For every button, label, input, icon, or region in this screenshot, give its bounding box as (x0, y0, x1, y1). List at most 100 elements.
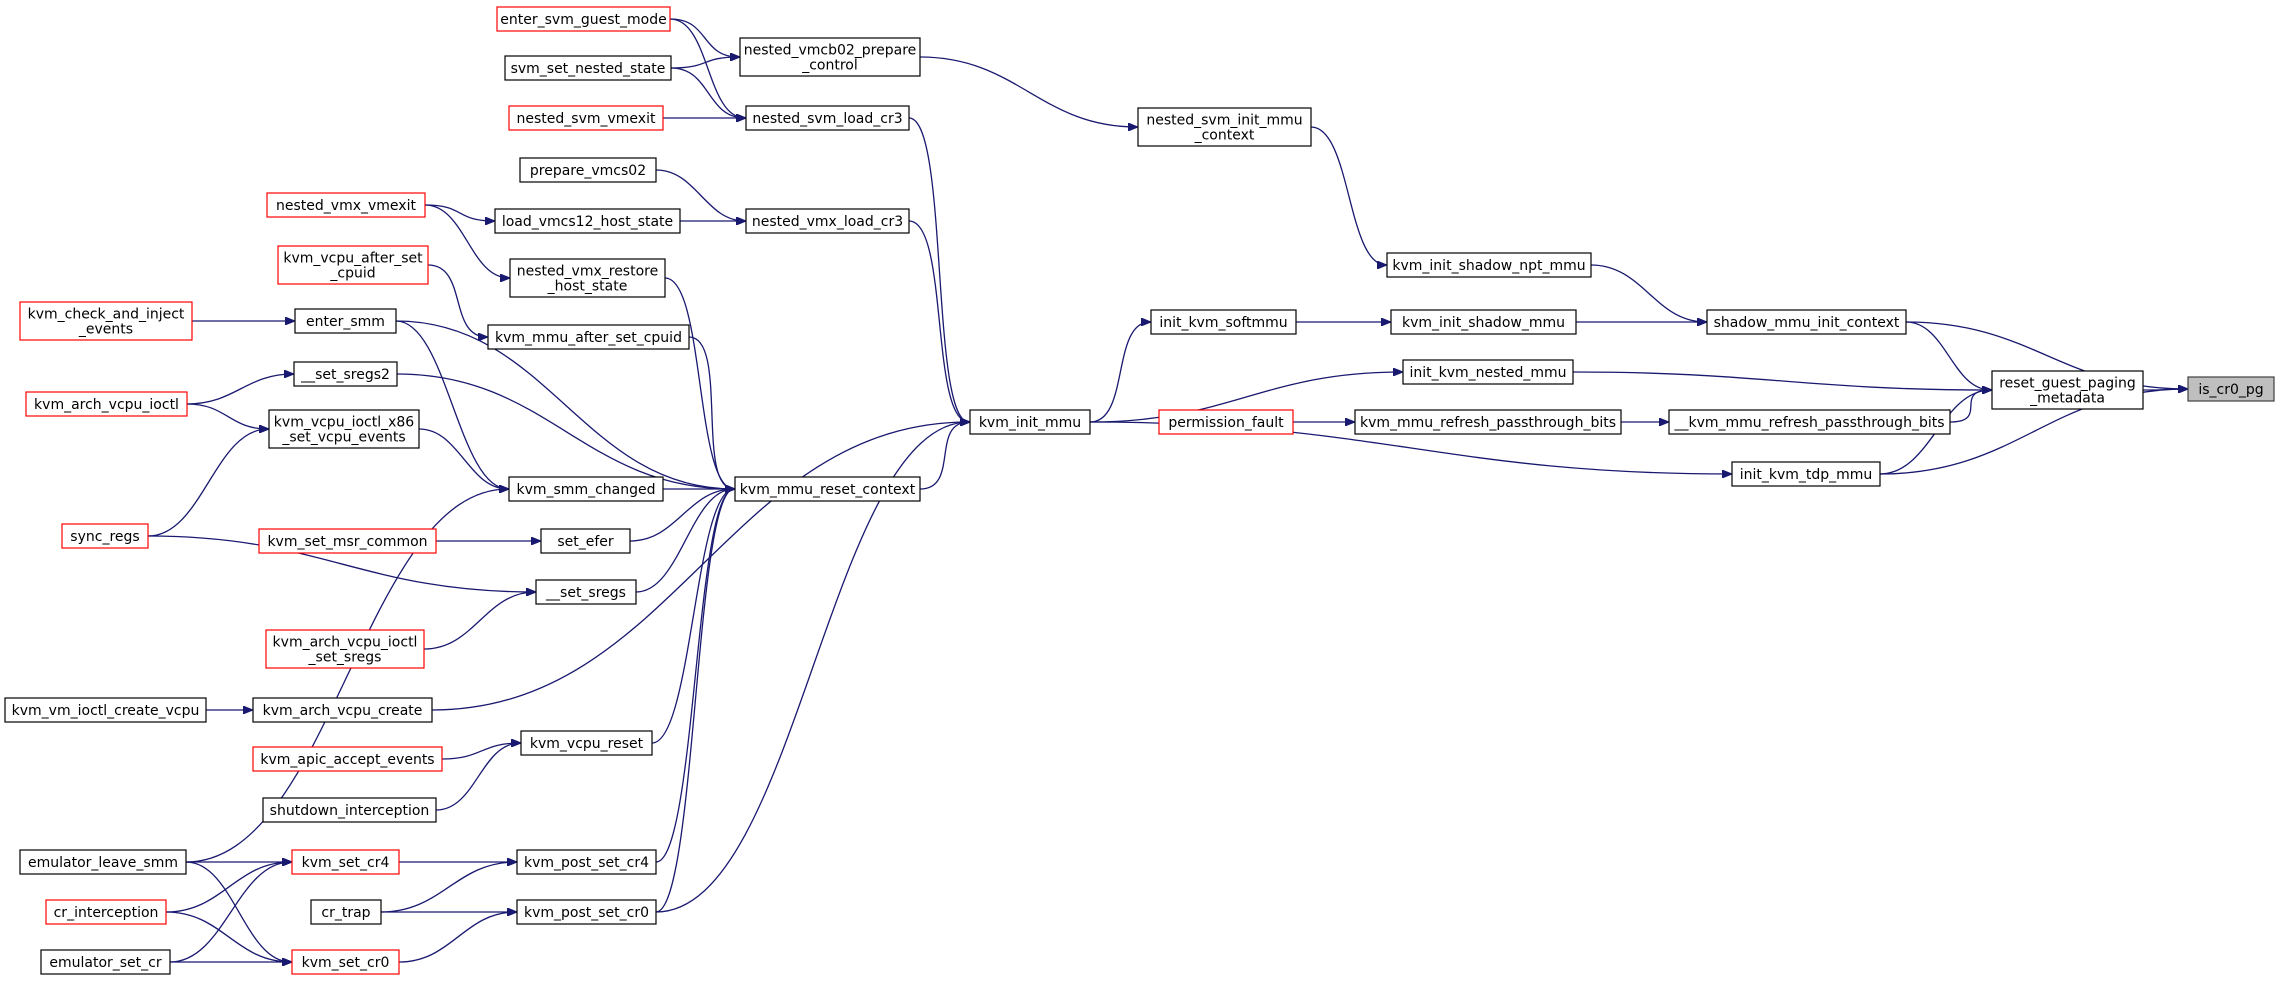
node-box (504, 55, 672, 81)
node-label: _host_state (547, 279, 628, 295)
node-kvm-post-set-cr4[interactable]: kvm_post_set_cr4 (516, 849, 657, 875)
node-enter-svm-guest-mode[interactable]: enter_svm_guest_mode (496, 6, 671, 32)
edge-emulator-leave-smm-to-kvm-set-cr0 (185, 861, 291, 962)
node-box (268, 409, 420, 449)
node-kvm-vcpu-after-set-cpuid[interactable]: kvm_vcpu_after_set_cpuid (277, 245, 429, 285)
node-box (1731, 461, 1881, 487)
node-kvm-smm-changed[interactable]: kvm_smm_changed (508, 476, 664, 502)
node-box (734, 476, 921, 502)
node-nested-vmcb02-prepare-control[interactable]: nested_vmcb02_prepare_control (739, 37, 921, 77)
node-kvm-set-cr4[interactable]: kvm_set_cr4 (291, 849, 400, 875)
node-emulator-leave-smm[interactable]: emulator_leave_smm (19, 849, 187, 875)
edges-layer (147, 18, 2187, 962)
node-nested-vmx-restore-host-state[interactable]: nested_vmx_restore_host_state (509, 258, 666, 298)
node-box (262, 797, 437, 823)
node-kvm-set-msr-common[interactable]: kvm_set_msr_common (258, 528, 437, 554)
node-init-kvm-nested-mmu[interactable]: init_kvm_nested_mmu (1402, 359, 1574, 385)
node-kvm-vm-ioctl-create-vcpu[interactable]: kvm_vm_ioctl_create_vcpu (4, 697, 207, 723)
node-label: kvm_mmu_reset_context (740, 482, 916, 498)
node-box (1137, 107, 1312, 147)
node-box (19, 301, 193, 341)
node-cr-trap[interactable]: cr_trap (310, 899, 382, 925)
node-box (252, 697, 433, 723)
node-kvm-apic-accept-events[interactable]: kvm_apic_accept_events (252, 746, 443, 772)
node-box (1354, 409, 1622, 435)
node-cr-interception[interactable]: cr_interception (45, 899, 167, 925)
node-box (277, 245, 429, 285)
edge-kvm-vcpu-ioctl-x86-set-vcpu-events-to-kvm-smm-changed (418, 428, 508, 489)
node-label: is_cr0_pg (2198, 382, 2263, 398)
edge-sync-regs-to-set-sregs (147, 535, 535, 592)
node-permission-fault[interactable]: permission_fault (1158, 409, 1294, 435)
node-label: nested_vmx_load_cr3 (752, 214, 903, 230)
node-kvm-set-cr0[interactable]: kvm_set_cr0 (291, 949, 400, 975)
node-label: sync_regs (70, 529, 139, 545)
edge-kvm-mmu-reset-context-to-kvm-init-mmu (919, 422, 969, 490)
node-box (252, 746, 443, 772)
edge-kvm-init-mmu-to-init-kvm-softmmu (1089, 322, 1150, 423)
node-label: kvm_apic_accept_events (260, 752, 434, 768)
node-box (293, 361, 398, 387)
node-set-efer[interactable]: set_efer (540, 528, 631, 554)
node-nested-vmx-vmexit[interactable]: nested_vmx_vmexit (266, 192, 426, 218)
node-kvm-post-set-cr0[interactable]: kvm_post_set_cr0 (516, 899, 657, 925)
node-shutdown-interception[interactable]: shutdown_interception (262, 797, 437, 823)
node-box (1668, 409, 1951, 435)
edge-nested-svm-init-mmu-context-to-kvm-init-shadow-npt-mmu (1310, 126, 1386, 265)
node-shadow-mmu-init-context[interactable]: shadow_mmu_init_context (1706, 309, 1907, 335)
node-kvm-mmu-after-set-cpuid[interactable]: kvm_mmu_after_set_cpuid (487, 324, 690, 350)
node-kvm-init-mmu[interactable]: kvm_init_mmu (969, 409, 1091, 435)
edge-enter-smm-to-kvm-mmu-reset-context (395, 320, 734, 489)
node-nested-svm-vmexit[interactable]: nested_svm_vmexit (508, 105, 664, 131)
node-label: kvm_set_cr0 (302, 955, 390, 971)
node-enter-smm[interactable]: enter_smm (294, 308, 397, 334)
node-set-sregs[interactable]: __set_sregs (535, 579, 637, 605)
node-box (516, 849, 657, 875)
node-nested-vmx-load-cr3[interactable]: nested_vmx_load_cr3 (745, 208, 910, 234)
node-kvm-init-shadow-npt-mmu[interactable]: kvm_init_shadow_npt_mmu (1386, 252, 1592, 278)
node-kvm-arch-vcpu-ioctl-set-sregs[interactable]: kvm_arch_vcpu_ioctl_set_sregs (265, 629, 425, 669)
node-box (745, 105, 910, 131)
node-label: kvm_arch_vcpu_ioctl (34, 397, 179, 413)
node-kvm-mmu-reset-context[interactable]: kvm_mmu_reset_context (734, 476, 921, 502)
node-label: kvm_set_msr_common (267, 534, 427, 550)
node-load-vmcs12-host-state[interactable]: load_vmcs12_host_state (494, 208, 681, 234)
node-kvm-vcpu-reset[interactable]: kvm_vcpu_reset (520, 730, 653, 756)
node-emulator-set-cr[interactable]: emulator_set_cr (40, 949, 171, 975)
node-sync-regs[interactable]: sync_regs (61, 523, 149, 549)
node-kvm-mmu-refresh-passthrough-bits[interactable]: kvm_mmu_refresh_passthrough_bits (1354, 409, 1622, 435)
edge-kvm-vcpu-after-set-cpuid-to-kvm-mmu-after-set-cpuid (427, 264, 487, 337)
node-nested-svm-load-cr3[interactable]: nested_svm_load_cr3 (745, 105, 910, 131)
node-label: enter_svm_guest_mode (500, 12, 666, 28)
node-label: _set_vcpu_events (281, 430, 405, 446)
node-box (745, 208, 910, 234)
node-prepare-vmcs02[interactable]: prepare_vmcs02 (519, 157, 657, 183)
node-kvm-arch-vcpu-ioctl[interactable]: kvm_arch_vcpu_ioctl (25, 391, 188, 417)
node-kvm-arch-vcpu-create[interactable]: kvm_arch_vcpu_create (252, 697, 433, 723)
node-label: kvm_vcpu_after_set (283, 251, 423, 267)
edge-kvm-post-set-cr0-to-kvm-mmu-reset-context (655, 489, 734, 913)
node-set-sregs2[interactable]: __set_sregs2 (293, 361, 398, 387)
node-init-kvm-tdp-mmu[interactable]: init_kvm_tdp_mmu (1731, 461, 1881, 487)
node-kvm-init-shadow-mmu[interactable]: kvm_init_shadow_mmu (1390, 309, 1577, 335)
node-label: _metadata (2029, 391, 2105, 407)
node-box (310, 899, 382, 925)
node-reset-guest-paging-metadata[interactable]: reset_guest_paging_metadata (1991, 370, 2144, 410)
node-label: _control (801, 58, 858, 74)
node-svm-set-nested-state[interactable]: svm_set_nested_state (504, 55, 672, 81)
node-init-kvm-softmmu[interactable]: init_kvm_softmmu (1150, 309, 1297, 335)
node-label: cr_interception (54, 905, 159, 921)
node-kvm-check-and-inject-events[interactable]: kvm_check_and_inject_events (19, 301, 193, 341)
node-kvm-vcpu-ioctl-x86-set-vcpu-events[interactable]: kvm_vcpu_ioctl_x86_set_vcpu_events (268, 409, 420, 449)
node-label: shutdown_interception (270, 803, 430, 819)
node-label: __set_sregs (545, 585, 626, 601)
node-label: nested_vmx_vmexit (276, 198, 416, 214)
node-box (291, 949, 400, 975)
node-kvm-mmu-refresh-passthrough-bits[interactable]: __kvm_mmu_refresh_passthrough_bits (1668, 409, 1951, 435)
node-box (291, 849, 400, 875)
edge-sync-regs-to-kvm-vcpu-ioctl-x86-set-vcpu-events (147, 429, 268, 537)
node-label: kvm_smm_changed (516, 482, 655, 498)
node-is-cr0-pg[interactable]: is_cr0_pg (2187, 376, 2275, 402)
node-nested-svm-init-mmu-context[interactable]: nested_svm_init_mmu_context (1137, 107, 1312, 147)
